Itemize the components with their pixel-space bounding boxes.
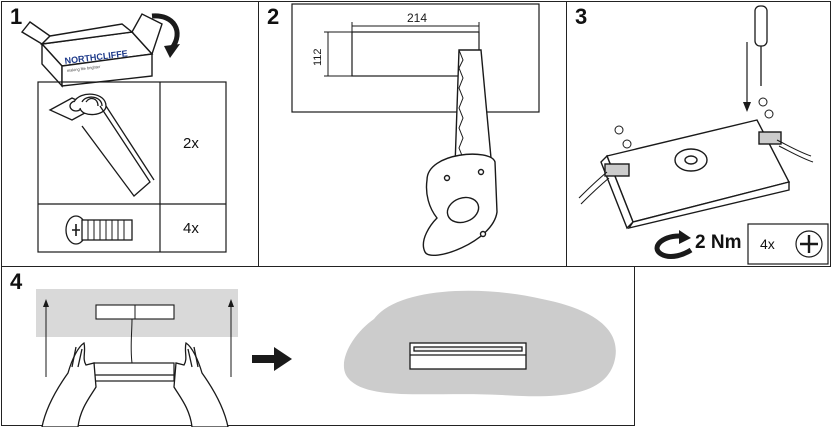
step-4-illustration [36,289,616,427]
width-dimension-label: 214 [407,11,427,25]
step-1-number: 1 [10,4,23,29]
step-1-illustration: NORTHCLIFFE making life brighter [20,13,227,253]
screwdriver-icon [754,5,768,86]
next-step-arrow-icon [252,347,292,371]
box-tagline-text: making life brighter [67,64,102,73]
screw-count-label: 4x [760,236,775,252]
installed-fixture [409,342,527,370]
step-2-number: 2 [267,4,280,29]
step-4-number: 4 [10,269,23,294]
torque-value: 2 Nm [695,232,742,253]
height-dimension-label: 112 [312,48,324,66]
step-3-number: 3 [575,4,588,29]
hands-icon [41,341,229,427]
light-fixture-icon [600,119,791,230]
saw-icon [422,49,498,257]
step-1-panel: 1 NORTHCLIFFE making life brighter [1,1,259,267]
step-4-panel: 4 [1,266,635,427]
fixture-being-installed [93,362,175,382]
step-3-panel: 3 [566,1,831,267]
torque-arrow-icon [654,233,693,259]
clip-quantity: 2x [183,135,199,152]
product-box-icon [20,13,163,88]
step-3-illustration [578,5,829,265]
phillips-head-icon [795,230,823,258]
step-2-illustration: 214 112 [291,3,540,257]
step-2-panel: 2 214 112 [258,1,567,267]
screw-quantity: 4x [183,220,199,237]
mounting-clip-icon [48,93,155,197]
screw-icon [65,215,133,245]
rotate-arrow-icon [151,13,180,50]
